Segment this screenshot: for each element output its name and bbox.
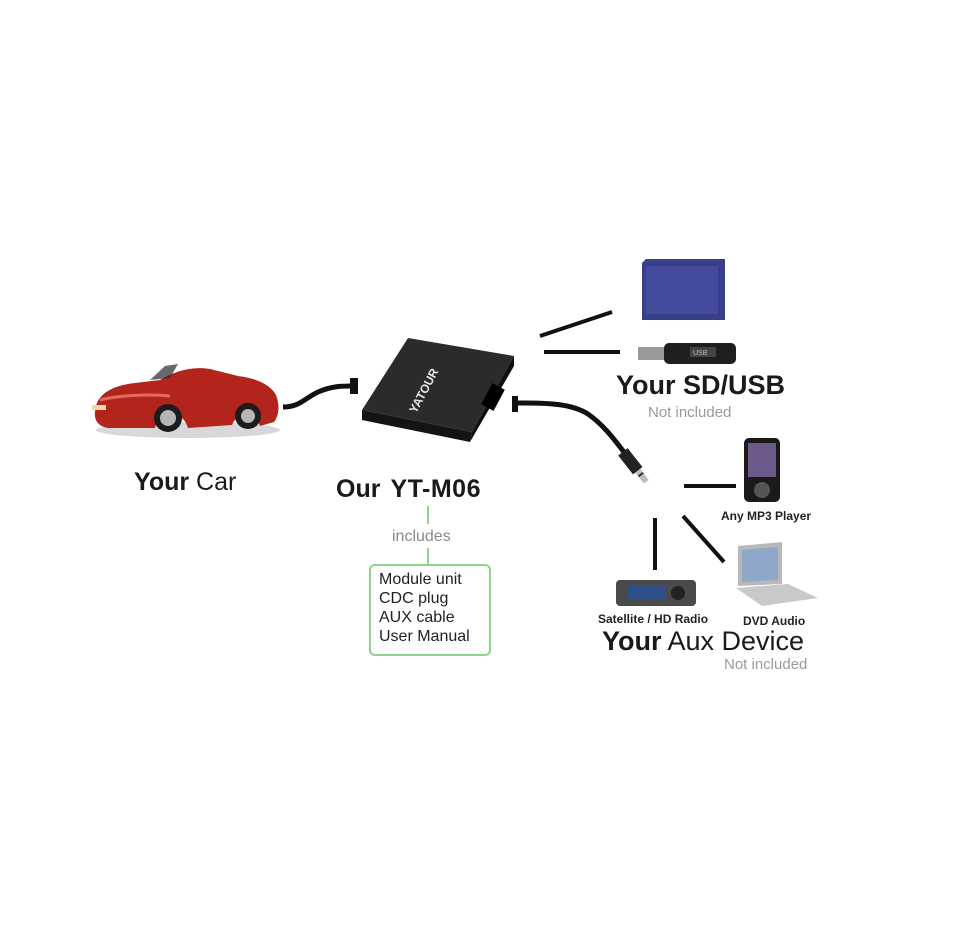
includes-item: User Manual <box>379 628 470 645</box>
usb-stick-label: USB <box>693 350 708 357</box>
sd-usb-note: Not included <box>648 404 732 421</box>
module-brand-text: YATOUR <box>406 366 441 416</box>
includes-item: AUX cable <box>379 609 455 626</box>
module-brand-label: YATOUR <box>406 366 441 416</box>
mp3-player-icon <box>744 438 780 502</box>
module-label: Our YT-M06 <box>336 475 481 504</box>
cdc-cable <box>282 383 353 410</box>
car-illustration <box>92 364 280 438</box>
dvd-player-icon <box>736 542 818 606</box>
car-label-rest: Car <box>196 468 237 496</box>
includes-box: Module unit CDC plug AUX cable User Manu… <box>369 564 491 656</box>
aux-plug-icon <box>618 448 649 484</box>
aux-title-rest: Aux Device <box>667 626 805 656</box>
module-label-prefix: Our <box>336 475 381 503</box>
module-device-image <box>362 338 514 442</box>
aux-cable <box>514 400 629 458</box>
aux-device-title: Your Aux Device <box>602 626 804 657</box>
dvd-link-line <box>681 514 726 564</box>
aux-device-note: Not included <box>724 656 808 673</box>
includes-item: Module unit <box>379 571 462 588</box>
module-model: YT-M06 <box>390 475 481 503</box>
dvd-audio-label: DVD Audio <box>743 614 806 628</box>
car-label: Your Car <box>134 468 236 497</box>
car-label-bold: Your <box>134 468 190 496</box>
includes-label: includes <box>392 528 451 545</box>
includes-item: CDC plug <box>379 590 449 607</box>
satellite-radio-label: Satellite / HD Radio <box>598 612 709 626</box>
sd-link-line <box>539 310 613 338</box>
aux-title-bold: Your <box>602 626 662 656</box>
svg-text:USB: USB <box>693 350 708 357</box>
mp3-player-label: Any MP3 Player <box>721 509 812 523</box>
satellite-radio-icon <box>616 580 696 606</box>
sd-usb-title: Your SD/USB <box>616 370 786 400</box>
usb-stick-icon <box>638 343 736 364</box>
car-body <box>94 368 279 428</box>
